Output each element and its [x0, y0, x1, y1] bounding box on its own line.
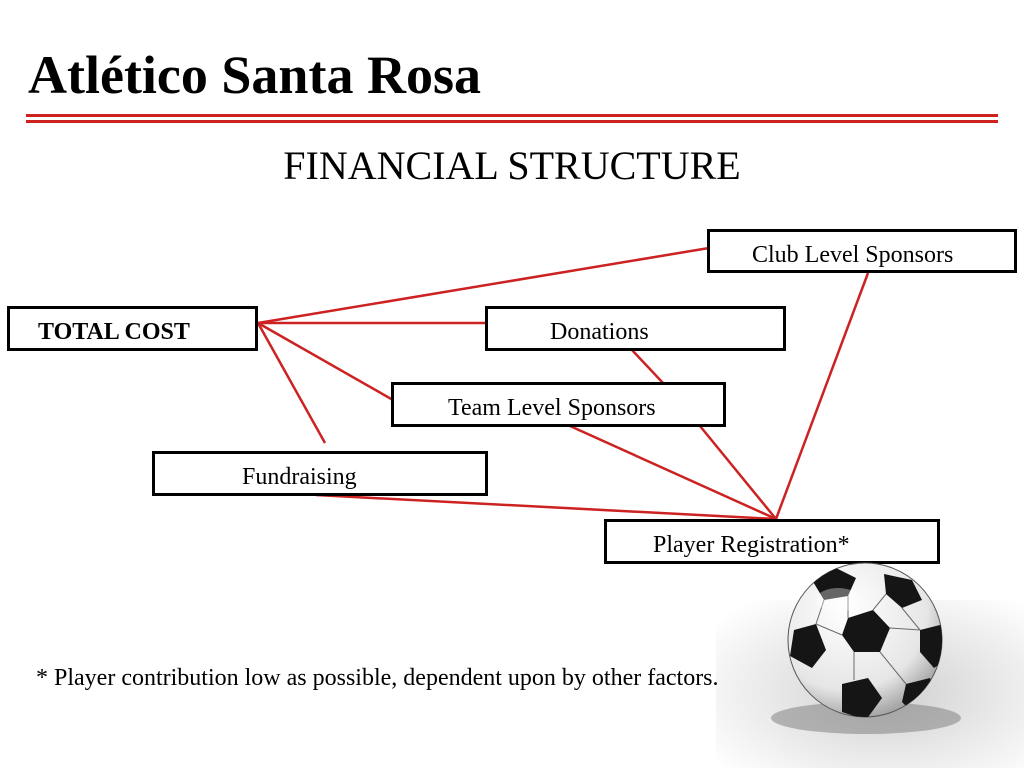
player-registration-box: Player Registration* [604, 519, 940, 564]
connector-team-player-a [570, 426, 776, 519]
connector-fundraising-player [316, 495, 776, 519]
player-registration-label: Player Registration* [653, 533, 850, 557]
club-level-sponsors-box: Club Level Sponsors [707, 229, 1017, 273]
connector-team-player-b [700, 426, 776, 519]
connector-donations-team [632, 350, 663, 383]
team-level-sponsors-label: Team Level Sponsors [448, 396, 656, 420]
fundraising-label: Fundraising [242, 465, 357, 489]
team-level-sponsors-box: Team Level Sponsors [391, 382, 726, 427]
total-cost-label: TOTAL COST [38, 320, 190, 344]
footnote: * Player contribution low as possible, d… [36, 666, 719, 690]
total-cost-box: TOTAL COST [7, 306, 258, 351]
donations-label: Donations [550, 320, 649, 344]
donations-box: Donations [485, 306, 786, 351]
soccer-ball-image [716, 560, 1024, 768]
club-level-sponsors-label: Club Level Sponsors [752, 243, 953, 267]
connector-club-player [776, 273, 868, 519]
fundraising-box: Fundraising [152, 451, 488, 496]
